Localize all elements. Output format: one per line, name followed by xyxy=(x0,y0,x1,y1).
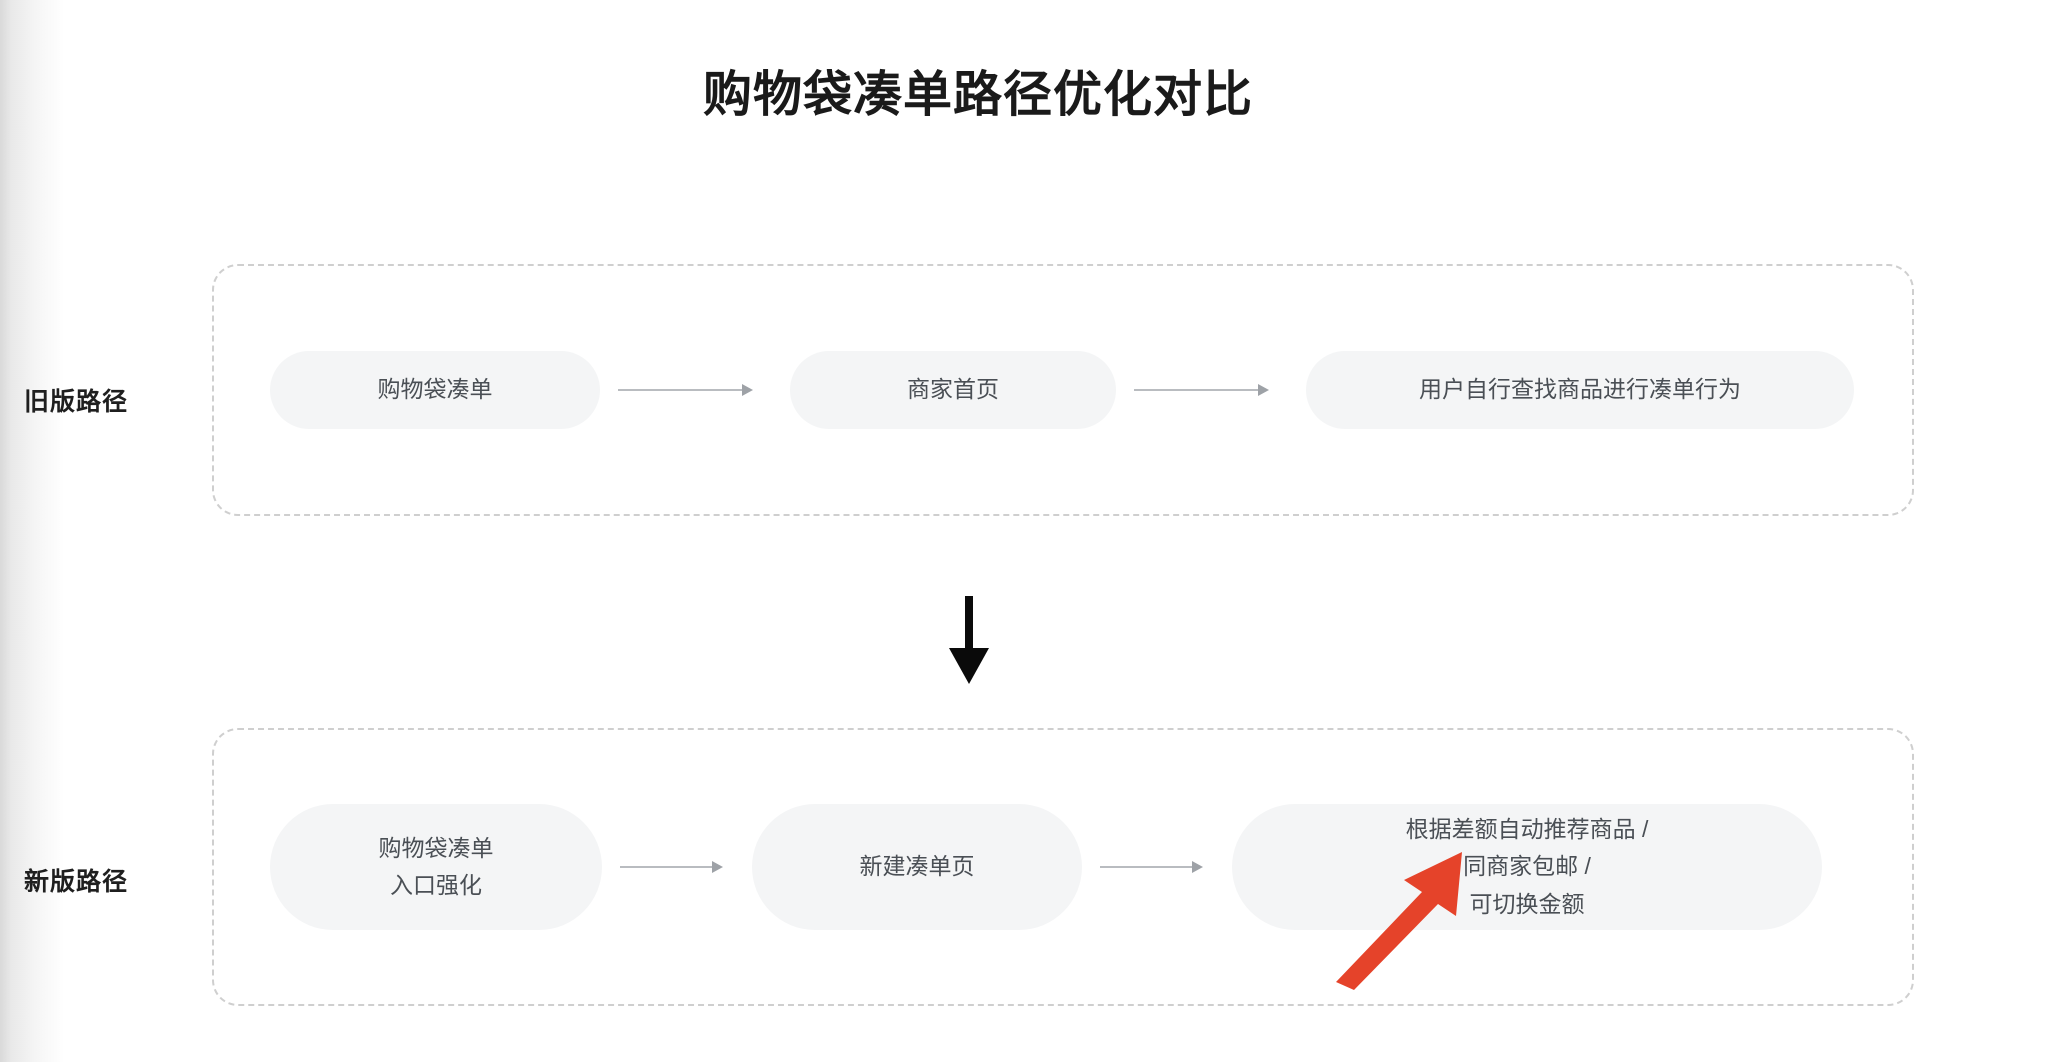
new-step-3-text: 根据差额自动推荐商品 / 同商家包邮 / 可切换金额 xyxy=(1406,811,1649,923)
arrow-head xyxy=(712,861,723,873)
new-path-flow: 购物袋凑单 入口强化 新建凑单页 根据差额自动推荐商品 / 同商家包邮 / xyxy=(214,730,1912,1004)
old-step-2-label: 商家首页 xyxy=(907,376,999,403)
arrow-right-icon xyxy=(600,380,790,400)
arrow-shaft xyxy=(1134,389,1258,391)
arrow-down-head xyxy=(949,648,989,684)
arrow-head xyxy=(1258,384,1269,396)
arrow-shaft xyxy=(620,866,712,868)
arrow-shaft xyxy=(618,389,742,391)
new-step-1-label-line-1: 购物袋凑单 xyxy=(378,834,494,861)
page-title: 购物袋凑单路径优化对比 xyxy=(702,68,1253,122)
old-step-1-label: 购物袋凑单 xyxy=(377,376,493,403)
arrow-down-stem xyxy=(965,596,973,652)
old-step-2[interactable]: 商家首页 xyxy=(790,351,1116,429)
old-step-3-label: 用户自行查找商品进行凑单行为 xyxy=(1419,376,1741,403)
new-step-3-label-line-2: 同商家包邮 / xyxy=(1463,853,1591,880)
old-path-group: 购物袋凑单 商家首页 用户自行查找商品进行凑单行为 xyxy=(212,264,1914,516)
new-step-1[interactable]: 购物袋凑单 入口强化 xyxy=(270,804,602,930)
left-edge-shading xyxy=(0,0,64,1062)
new-step-3[interactable]: 根据差额自动推荐商品 / 同商家包邮 / 可切换金额 xyxy=(1232,804,1822,930)
arrow-right-icon xyxy=(1116,380,1306,400)
new-step-1-text: 购物袋凑单 入口强化 xyxy=(379,830,494,905)
old-step-1[interactable]: 购物袋凑单 xyxy=(270,351,600,429)
arrow-head xyxy=(742,384,753,396)
new-step-2[interactable]: 新建凑单页 xyxy=(752,804,1082,930)
arrow-head xyxy=(1192,861,1203,873)
arrow-shaft xyxy=(1100,866,1192,868)
old-path-flow: 购物袋凑单 商家首页 用户自行查找商品进行凑单行为 xyxy=(214,266,1912,514)
row-label-new-path: 新版路径 xyxy=(24,868,129,896)
new-step-2-label: 新建凑单页 xyxy=(859,853,975,880)
new-step-3-label-line-3: 可切换金额 xyxy=(1469,890,1585,917)
new-step-3-label-line-1: 根据差额自动推荐商品 / xyxy=(1405,816,1649,843)
new-step-1-label-line-2: 入口强化 xyxy=(390,872,482,898)
arrow-right-icon xyxy=(1082,857,1232,877)
row-label-old-path: 旧版路径 xyxy=(24,388,129,416)
new-path-group: 购物袋凑单 入口强化 新建凑单页 根据差额自动推荐商品 / 同商家包邮 / xyxy=(212,728,1914,1006)
old-step-3[interactable]: 用户自行查找商品进行凑单行为 xyxy=(1306,351,1854,429)
arrow-right-icon xyxy=(602,857,752,877)
arrow-down-icon xyxy=(949,596,989,684)
